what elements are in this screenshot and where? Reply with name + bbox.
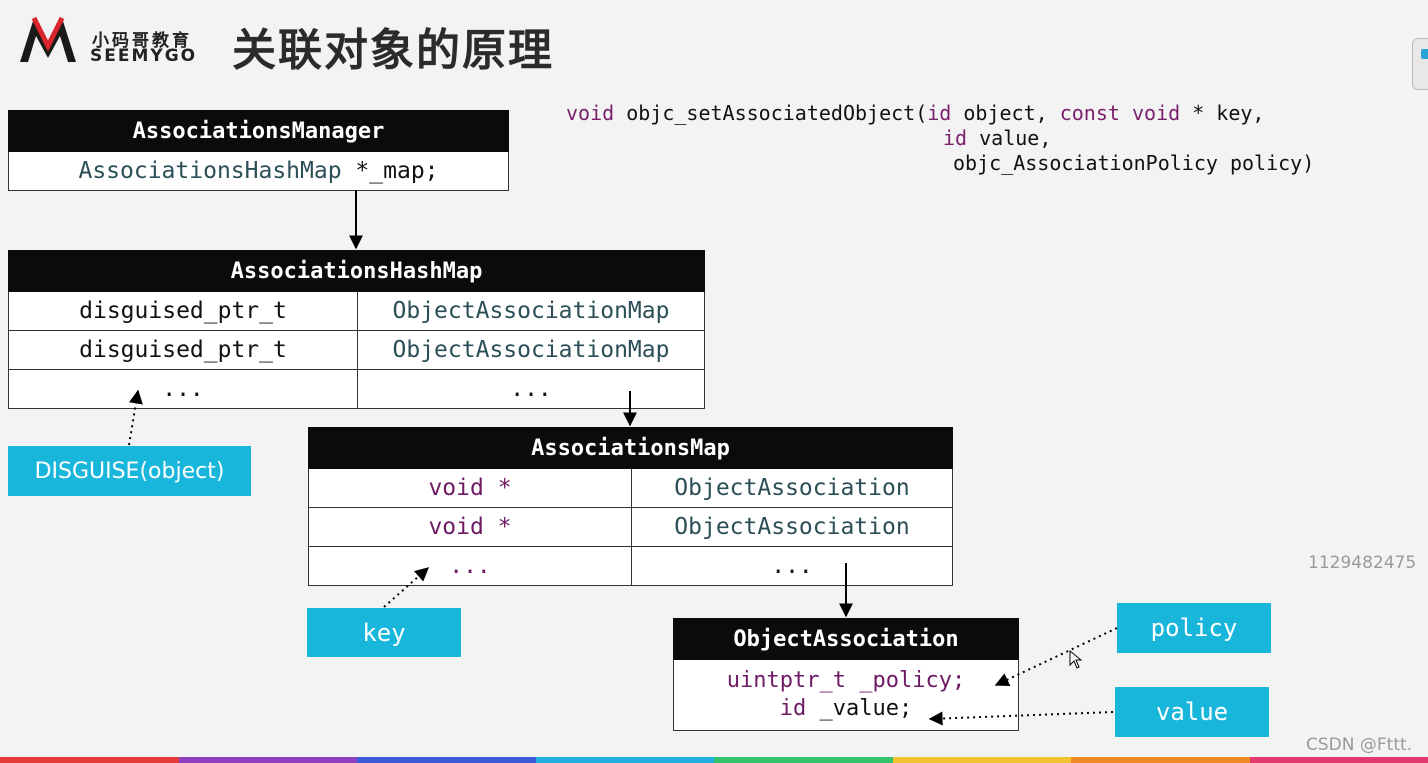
policy-field: uintptr_t _policy; [726, 668, 966, 693]
stripe-segment [1071, 757, 1250, 763]
object-association-title: ObjectAssociation [673, 618, 1019, 660]
table-row: ... ... [308, 546, 953, 586]
hashmap-value-cell: ObjectAssociationMap [357, 330, 705, 370]
logo-chinese-text: 小码哥教育 [92, 31, 192, 51]
dotted-arrow-key [383, 567, 430, 608]
hashmap-key-cell: ... [8, 369, 358, 409]
value-tag: value [1115, 687, 1269, 737]
stripe-segment [714, 757, 893, 763]
associations-map-title: AssociationsMap [308, 427, 953, 469]
stripe-segment [1249, 757, 1428, 763]
assocmap-key-cell: void * [308, 507, 632, 547]
color-stripe [0, 757, 1428, 763]
disguise-object-tag: DISGUISE(object) [8, 446, 251, 496]
assocmap-value-cell: ... [631, 546, 953, 586]
associations-manager-title: AssociationsManager [8, 110, 509, 152]
watermark-number: 1129482475 [1308, 553, 1417, 573]
dotted-arrow-disguise [128, 389, 143, 446]
table-row: disguised_ptr_t ObjectAssociationMap [8, 330, 705, 370]
object-association-fields: uintptr_t _policy; id _value; [673, 659, 1019, 731]
object-association-box: ObjectAssociation uintptr_t _policy; id … [673, 618, 1019, 731]
table-row: void * ObjectAssociation [308, 507, 953, 547]
function-signature-line-3: objc_AssociationPolicy policy) [953, 151, 1315, 175]
function-signature-line-1: void objc_setAssociatedObject(id object,… [566, 101, 1265, 125]
associations-map-box: AssociationsMap void * ObjectAssociation… [308, 427, 953, 586]
stripe-segment [357, 757, 536, 763]
dotted-arrow-value [928, 711, 1114, 726]
mouse-cursor-icon [1069, 649, 1083, 669]
value-field: id _value; [779, 696, 913, 721]
stripe-segment [178, 757, 357, 763]
table-row: ... ... [8, 369, 705, 409]
hashmap-value-cell: ... [357, 369, 705, 409]
function-signature-line-2: id value, [943, 126, 1052, 150]
assocmap-key-cell: ... [308, 546, 632, 586]
associations-hashmap-box: AssociationsHashMap disguised_ptr_t Obje… [8, 250, 705, 409]
side-panel-icon[interactable] [1412, 38, 1428, 90]
page-title: 关联对象的原理 [232, 25, 554, 76]
stripe-segment [892, 757, 1071, 763]
assocmap-value-cell: ObjectAssociation [631, 468, 953, 508]
key-tag: key [307, 608, 461, 657]
associations-hashmap-title: AssociationsHashMap [8, 250, 705, 292]
seemygo-logo-icon [20, 16, 76, 62]
hashmap-value-cell: ObjectAssociationMap [357, 291, 705, 331]
associations-manager-field: AssociationsHashMap *_map; [8, 151, 509, 191]
csdn-credit: CSDN @Fttt. [1306, 735, 1413, 755]
assocmap-value-cell: ObjectAssociation [631, 507, 953, 547]
policy-tag: policy [1117, 603, 1271, 653]
stripe-segment [535, 757, 714, 763]
stripe-segment [0, 757, 179, 763]
logo-english-text: SEEMYGO [90, 46, 198, 66]
associations-manager-box: AssociationsManager AssociationsHashMap … [8, 110, 509, 191]
dotted-arrow-policy [994, 627, 1118, 686]
